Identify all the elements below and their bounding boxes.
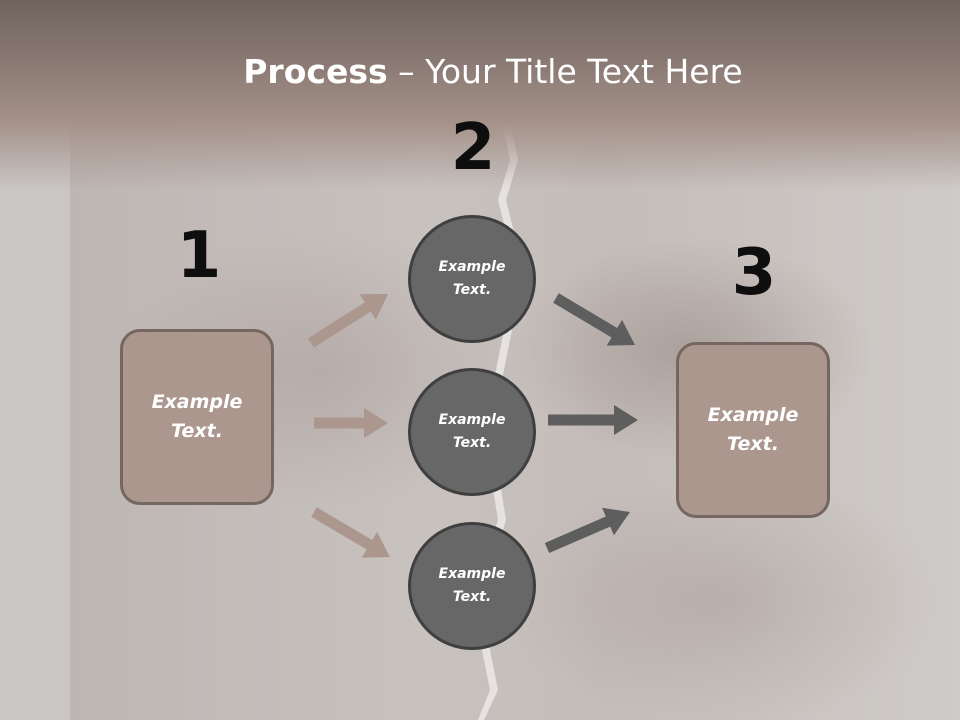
arrow-1-to-bottom-icon [311,507,391,558]
step-2-circle-bottom-label: Example Text. [438,566,506,605]
step-2-circle-middle-label: Example Text. [438,412,506,451]
title-bold: Process [243,52,388,91]
arrow-1-to-middle-icon [314,408,388,438]
step-3-box: Example Text. [676,342,830,518]
slide-title: Process – Your Title Text Here [0,52,960,91]
step-number-3: 3 [731,236,777,310]
step-2-circle-top: Example Text. [408,215,536,343]
arrow-middle-to-3-icon [548,405,638,435]
header-band [0,0,960,190]
arrow-1-to-top-icon [308,293,389,348]
step-1-box: Example Text. [120,329,274,505]
arrow-bottom-to-3-icon [544,507,631,554]
arrow-top-to-3-icon [553,293,635,346]
step-number-1: 1 [176,219,222,293]
step-1-label: Example Text. [151,391,243,442]
step-3-label: Example Text. [707,404,799,455]
title-rest: – Your Title Text Here [387,52,743,91]
step-2-circle-top-label: Example Text. [438,259,506,298]
step-2-circle-bottom: Example Text. [408,522,536,650]
step-2-circle-middle: Example Text. [408,368,536,496]
step-number-2: 2 [450,111,496,185]
